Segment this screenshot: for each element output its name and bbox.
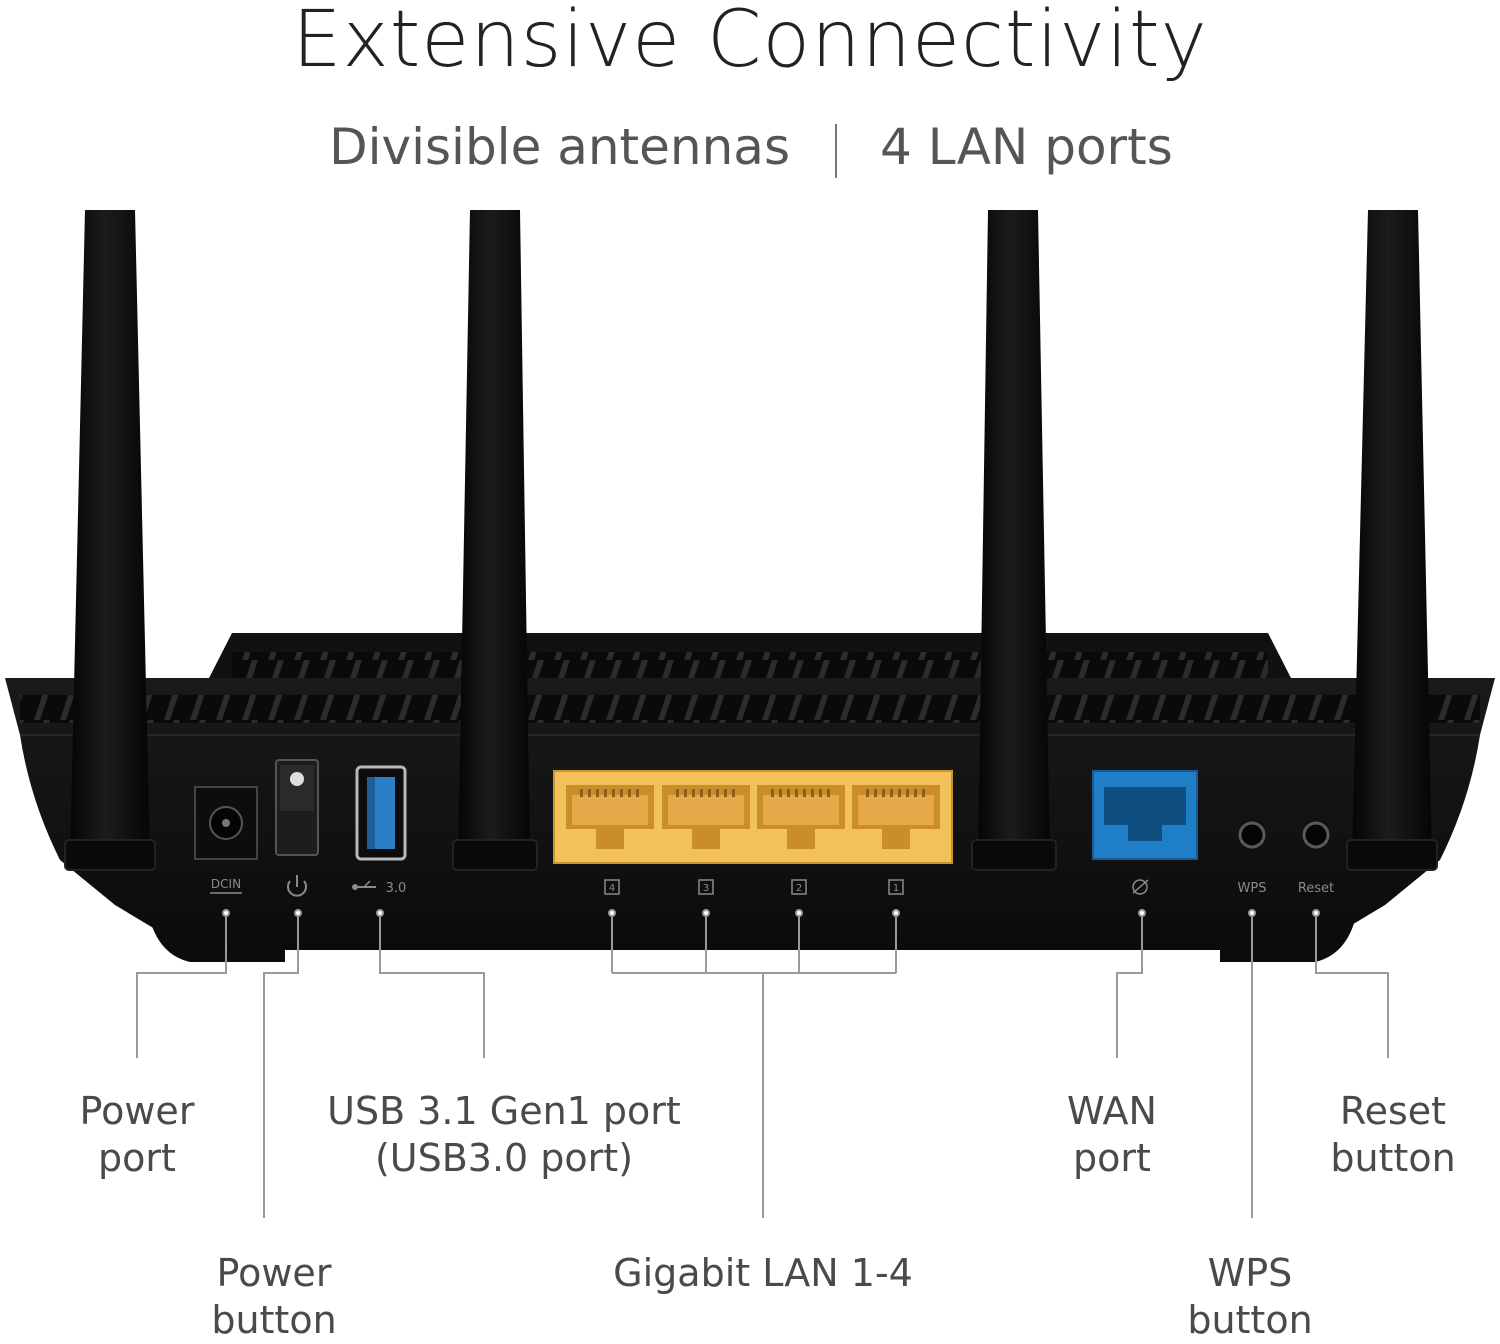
wan-globe-icon [1132,879,1149,895]
power-symbol-icon [287,875,307,897]
reset-button-hole [1302,821,1330,849]
antenna-4 [1346,210,1438,871]
subtitle-lan-ports: 4 LAN ports [880,118,1173,176]
wan-port [1092,770,1198,860]
subtitle: Divisible antennas 4 LAN ports [0,116,1500,178]
antenna-2 [452,210,538,871]
label-wps-button: WPS button [1187,1251,1313,1342]
lan-number-mark-3: 3 [703,883,709,894]
label-gigabit-lan: Gigabit LAN 1-4 [613,1251,913,1295]
lan-port-2 [757,785,845,849]
lan-port-4 [566,785,654,849]
label-reset-button: Reset button [1330,1089,1456,1180]
antenna-3 [971,210,1057,871]
wps-mark: WPS [1238,881,1267,896]
lan-number-box-4 [604,879,620,895]
subtitle-divisible-antennas: Divisible antennas [329,118,790,176]
dcin-mark: DCIN [211,877,241,891]
top-vents [232,652,1268,680]
leader-lines [136,909,1389,1218]
label-power-button: Power button [211,1251,337,1342]
lan-port-1 [852,785,940,849]
usb-port [355,765,407,861]
reset-mark: Reset [1298,881,1334,896]
subtitle-separator [835,124,837,178]
wps-button-hole [1238,821,1266,849]
lan-number-mark-1: 1 [893,883,899,894]
lan-number-box-1 [888,879,904,895]
lan-number-mark-2: 2 [796,883,802,894]
lan-number-mark-4: 4 [609,883,615,894]
usb-symbol-icon [352,880,376,890]
label-usb-port: USB 3.1 Gen1 port (USB3.0 port) [327,1089,681,1180]
label-power-port: Power port [79,1089,195,1180]
power-button [275,759,319,856]
lan-number-box-3 [698,879,714,895]
usb-version-mark: 3.0 [386,881,407,896]
antenna-1 [64,210,156,871]
page-title: Extensive Connectivity [292,0,1208,85]
power-port [194,786,258,860]
lan-port-3 [662,785,750,849]
front-vents [20,695,1480,723]
label-wan-port: WAN port [1067,1089,1157,1180]
lan-number-box-2 [791,879,807,895]
lan-port-block [553,770,953,864]
